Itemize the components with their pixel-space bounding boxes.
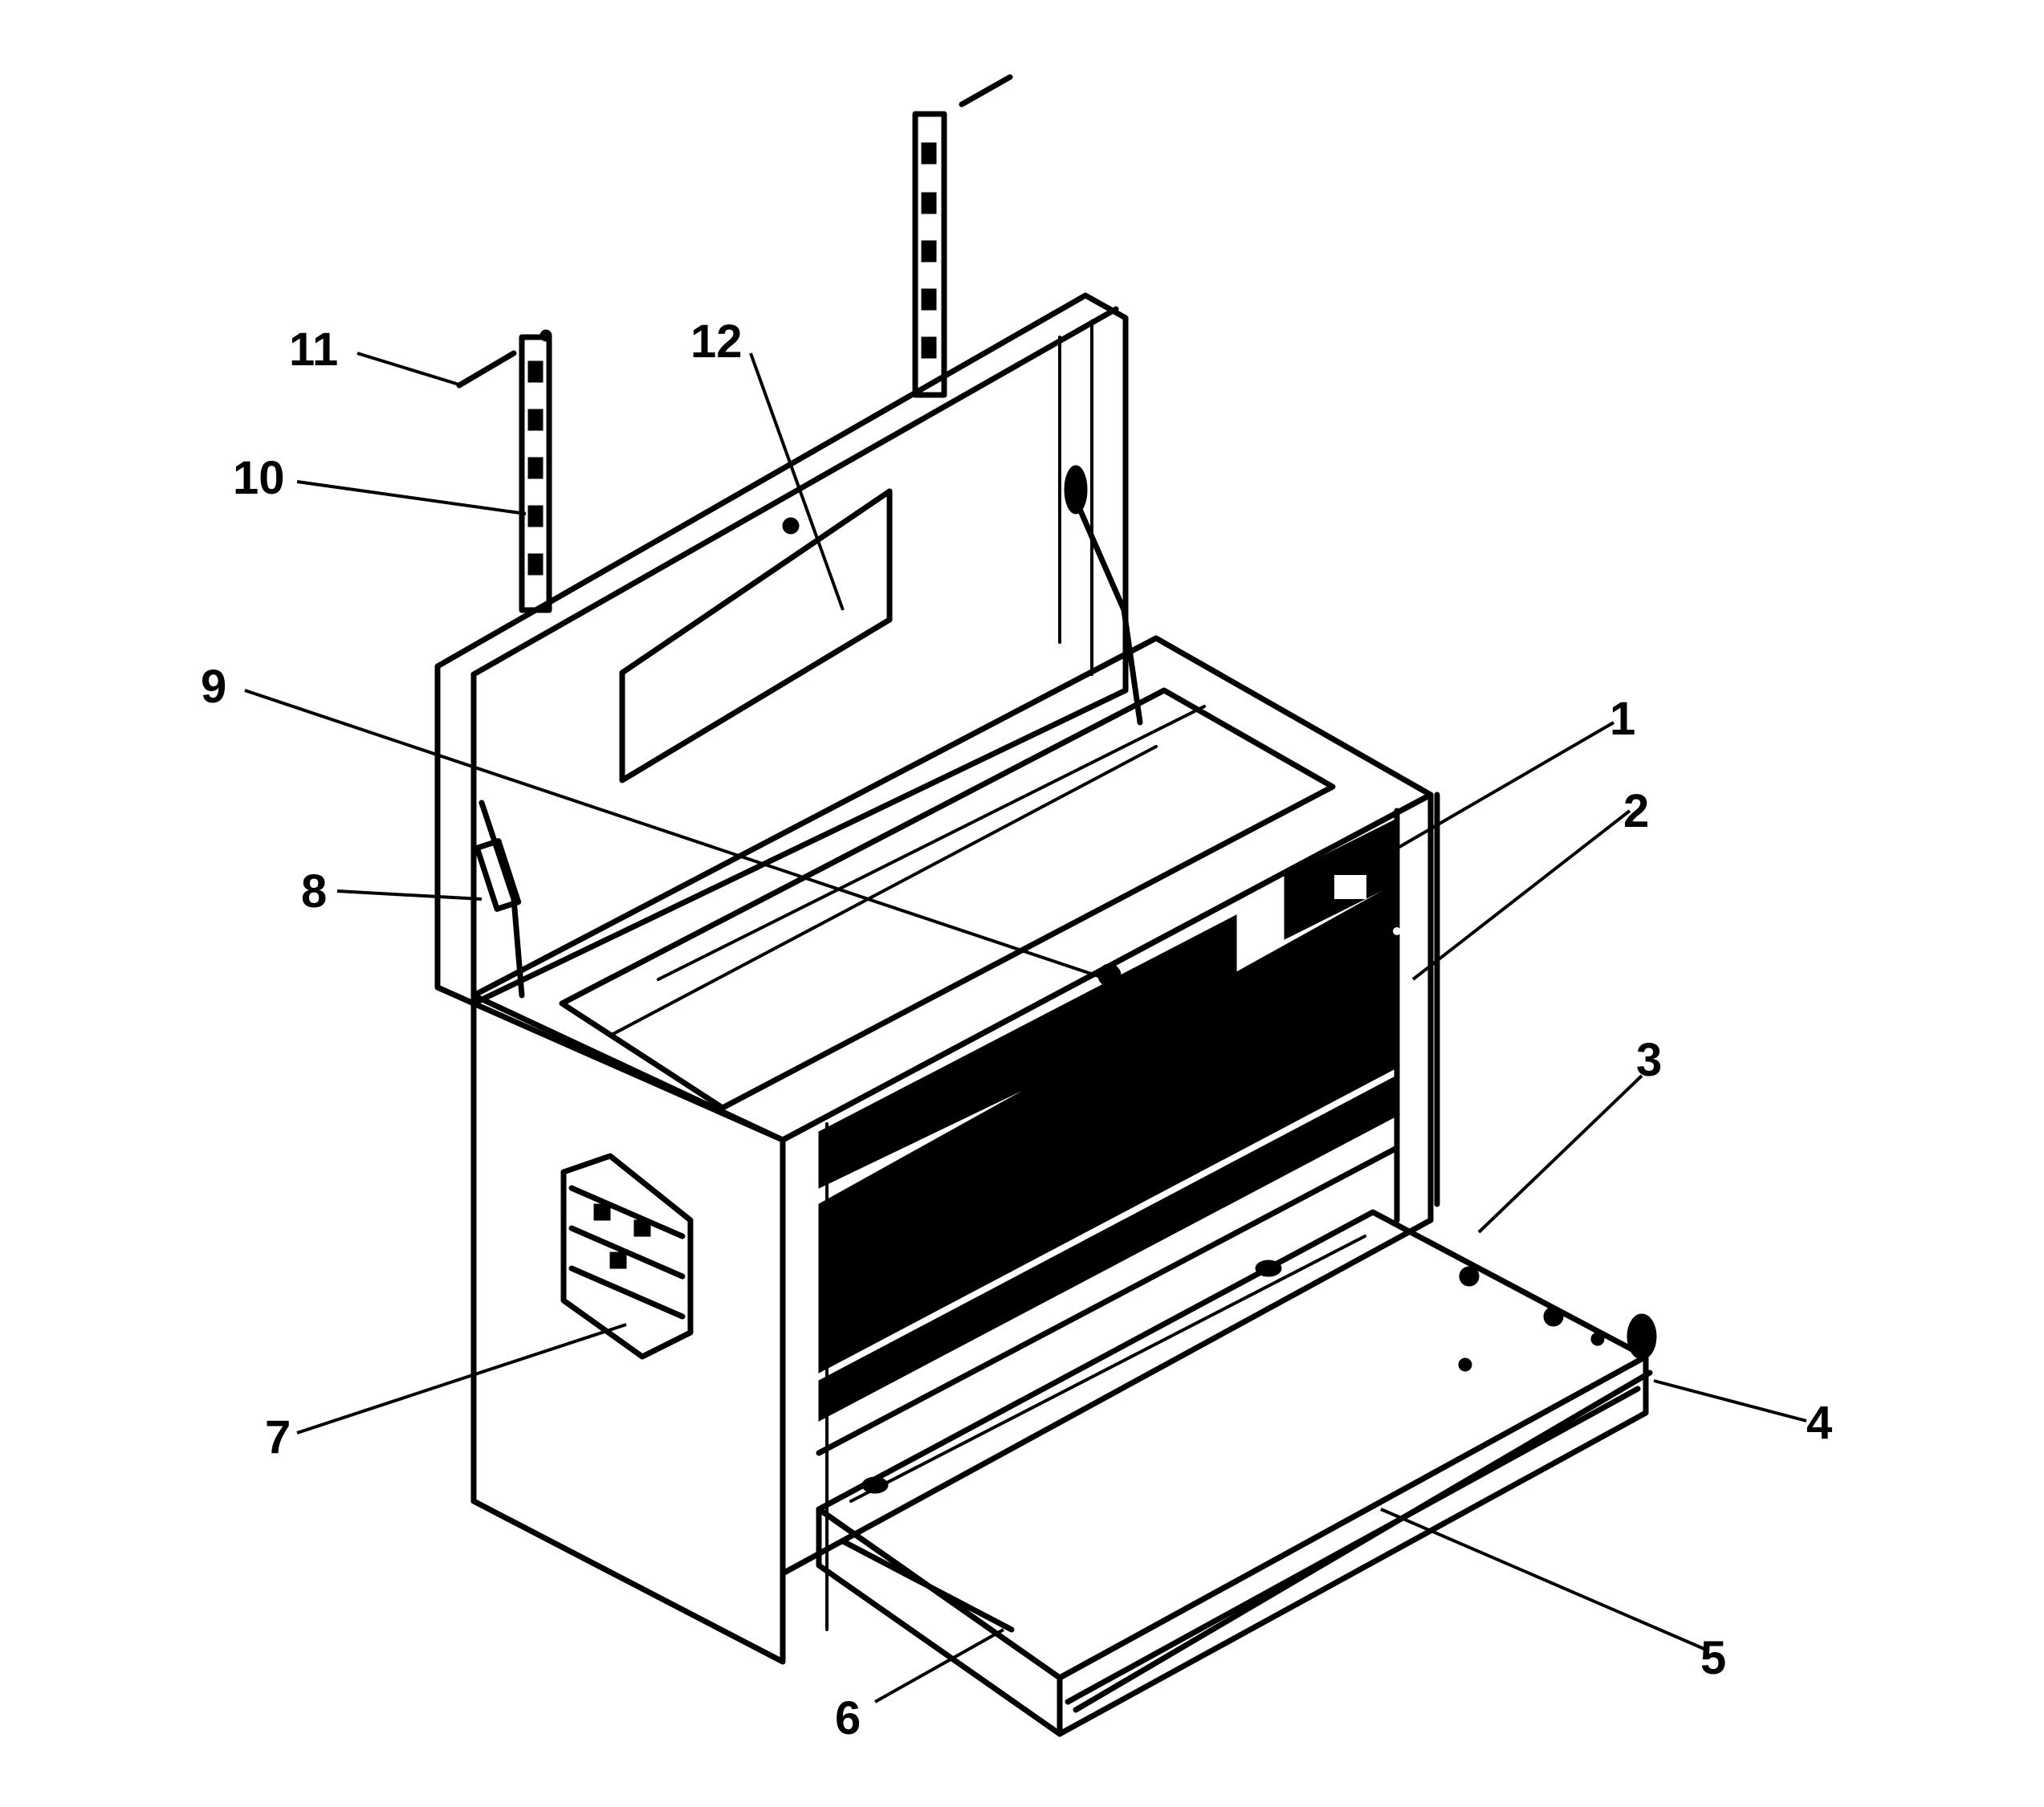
callout-9: 9: [201, 661, 226, 713]
leader-11: [356, 352, 462, 387]
callout-2: 2: [1623, 785, 1649, 837]
leader-lines: [244, 352, 1807, 1703]
leader-5: [1380, 1508, 1707, 1651]
lid-support-strap-left: [519, 329, 552, 613]
callout-labels: 1 2 3 4 5 6 7 8 9 10 11 12: [201, 315, 1832, 1744]
leader-12: [749, 352, 845, 611]
callout-4: 4: [1806, 1397, 1832, 1449]
leader-8: [336, 889, 482, 901]
callout-5: 5: [1700, 1632, 1726, 1684]
callout-6: 6: [835, 1692, 861, 1744]
callout-11: 11: [289, 324, 338, 376]
leader-10: [296, 480, 527, 515]
callout-1: 1: [1610, 693, 1635, 745]
leader-3: [1477, 1074, 1643, 1234]
callout-8: 8: [301, 865, 327, 918]
leader-2: [1411, 809, 1631, 981]
leader-6: [874, 1628, 1004, 1703]
leader-1: [1363, 721, 1615, 869]
chest-body: [470, 635, 1440, 1665]
callout-3: 3: [1636, 1034, 1662, 1086]
lid-support-strap-right: [912, 74, 1013, 398]
lid-stay-8: [474, 800, 525, 999]
screw-11: [456, 350, 517, 389]
leader-7: [296, 1323, 627, 1435]
drawer-face-top: [818, 914, 1237, 1189]
leader-9: [244, 689, 1109, 981]
lid: [434, 292, 1143, 1007]
drawer-open: [816, 1209, 1657, 1737]
callout-10: 10: [233, 452, 285, 504]
side-handle-7: [560, 1153, 694, 1360]
leader-4: [1653, 1379, 1807, 1422]
callout-7: 7: [265, 1411, 291, 1463]
lid-label-12: [619, 488, 893, 783]
callout-12: 12: [690, 315, 743, 368]
